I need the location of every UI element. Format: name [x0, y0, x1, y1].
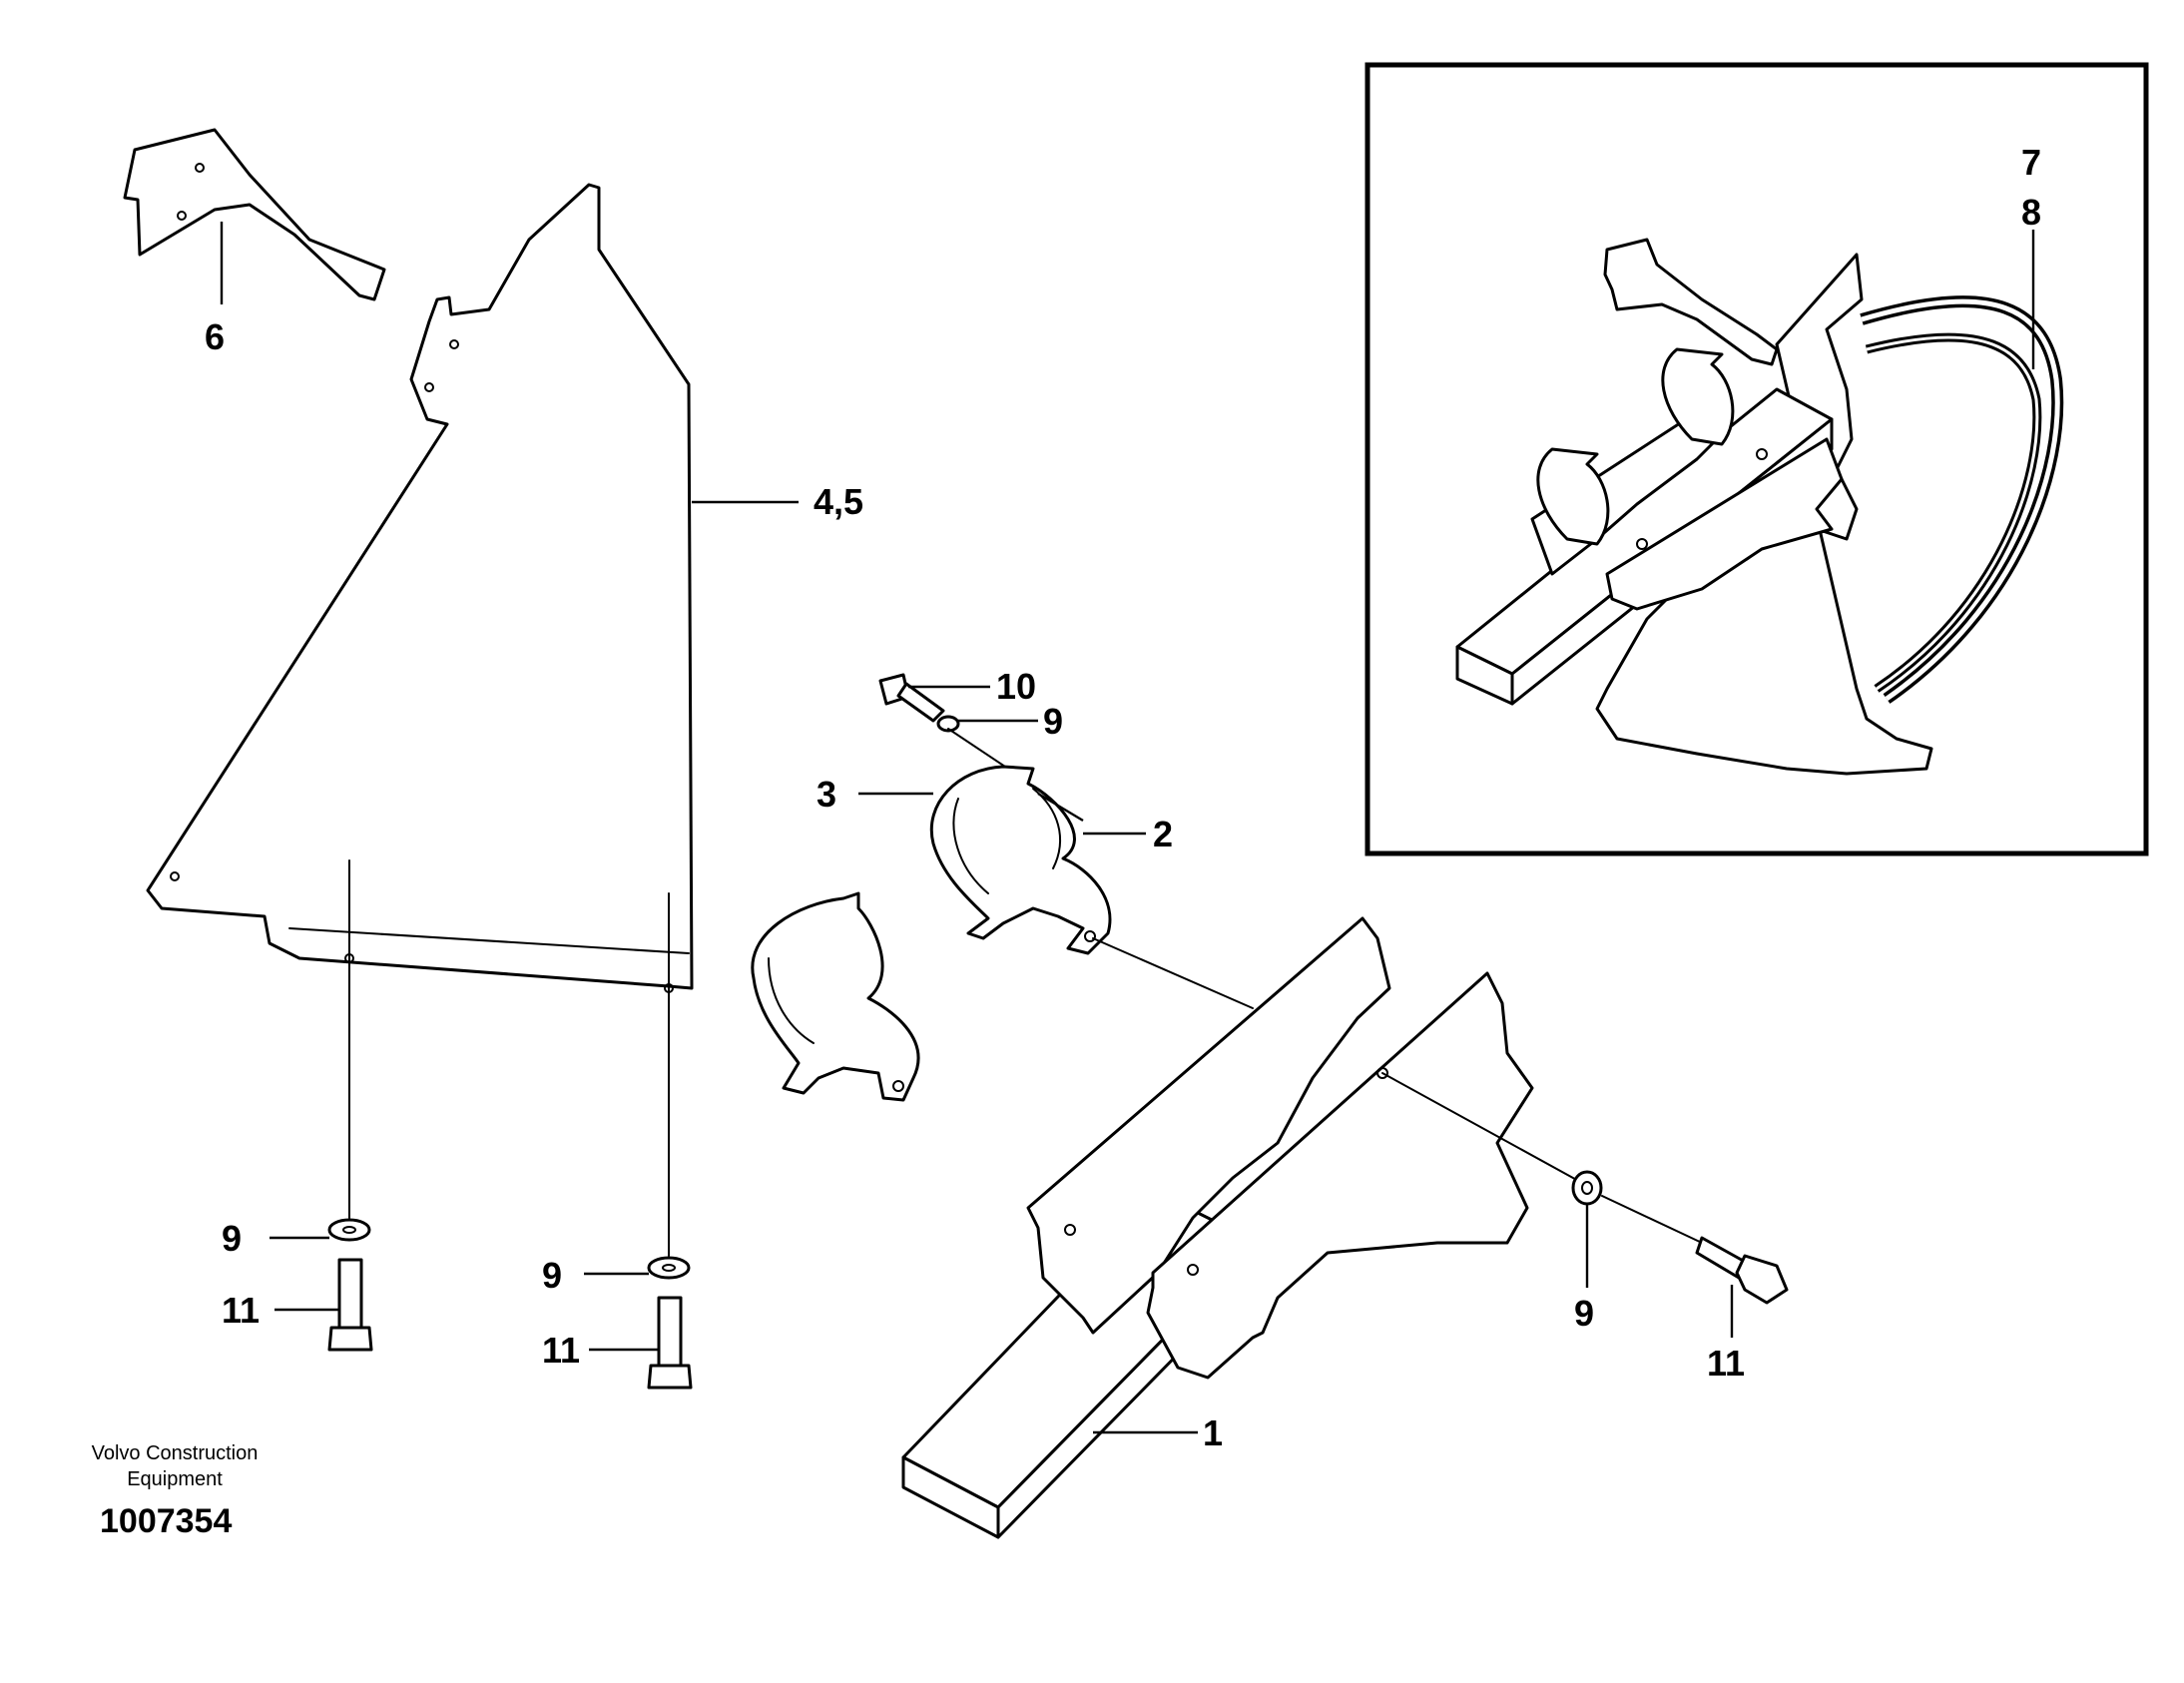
brand-line-2: Equipment	[127, 1468, 223, 1490]
bolt-part-11-mid	[647, 1296, 693, 1390]
callout-8: 8	[2021, 192, 2041, 233]
callout-1: 1	[1203, 1412, 1223, 1453]
callout-11-mid: 11	[542, 1330, 580, 1371]
leader-2-diag	[1037, 792, 1084, 823]
callout-9-right: 9	[1574, 1293, 1594, 1334]
callout-11-right: 11	[1707, 1343, 1745, 1384]
callout-9-left: 9	[222, 1218, 242, 1259]
leader-lines	[220, 222, 2035, 1434]
guard-plate-part-4-5	[146, 183, 694, 993]
drawing-footer: Volvo Construction Equipment 1007354	[92, 1442, 259, 1540]
callout-11-left: 11	[222, 1290, 260, 1331]
callout-3: 3	[817, 774, 836, 815]
washer-part-9-mid	[647, 1256, 691, 1280]
callout-6: 6	[205, 316, 225, 357]
callout-10: 10	[996, 666, 1036, 707]
assembly-line-bolt-right	[1601, 1195, 1703, 1244]
callout-2: 2	[1153, 814, 1173, 854]
bolt-part-11-right	[1695, 1236, 1789, 1305]
washer-part-9-clamp	[936, 715, 960, 733]
drawing-number: 1007354	[100, 1502, 232, 1540]
bolt-part-11-left	[327, 1258, 373, 1352]
clamp-lower	[751, 891, 920, 1102]
bracket-part-6	[123, 128, 386, 301]
inset-detail-view	[1365, 62, 2149, 856]
callout-9-mid: 9	[542, 1255, 562, 1296]
assembly-line-clamp	[947, 728, 1009, 770]
callout-4-5: 4,5	[814, 481, 863, 522]
bolt-part-10	[878, 673, 945, 723]
washer-part-9-left	[327, 1218, 371, 1242]
assembly-line-side	[1381, 1072, 1583, 1184]
clamp-part-2-3-upper	[929, 765, 1112, 955]
callout-9-clamp: 9	[1043, 701, 1063, 742]
callout-7: 7	[2021, 142, 2041, 183]
assembly-line-clamp-frame	[1092, 937, 1254, 1009]
callout-labels: 6 4,5 10 9 3 2 9 11 9 11 1 9 11 7 8	[205, 142, 2041, 1453]
holder-frame-part-1	[901, 916, 1534, 1539]
washer-part-9-right	[1571, 1170, 1603, 1206]
brand-line-1: Volvo Construction	[92, 1442, 259, 1464]
